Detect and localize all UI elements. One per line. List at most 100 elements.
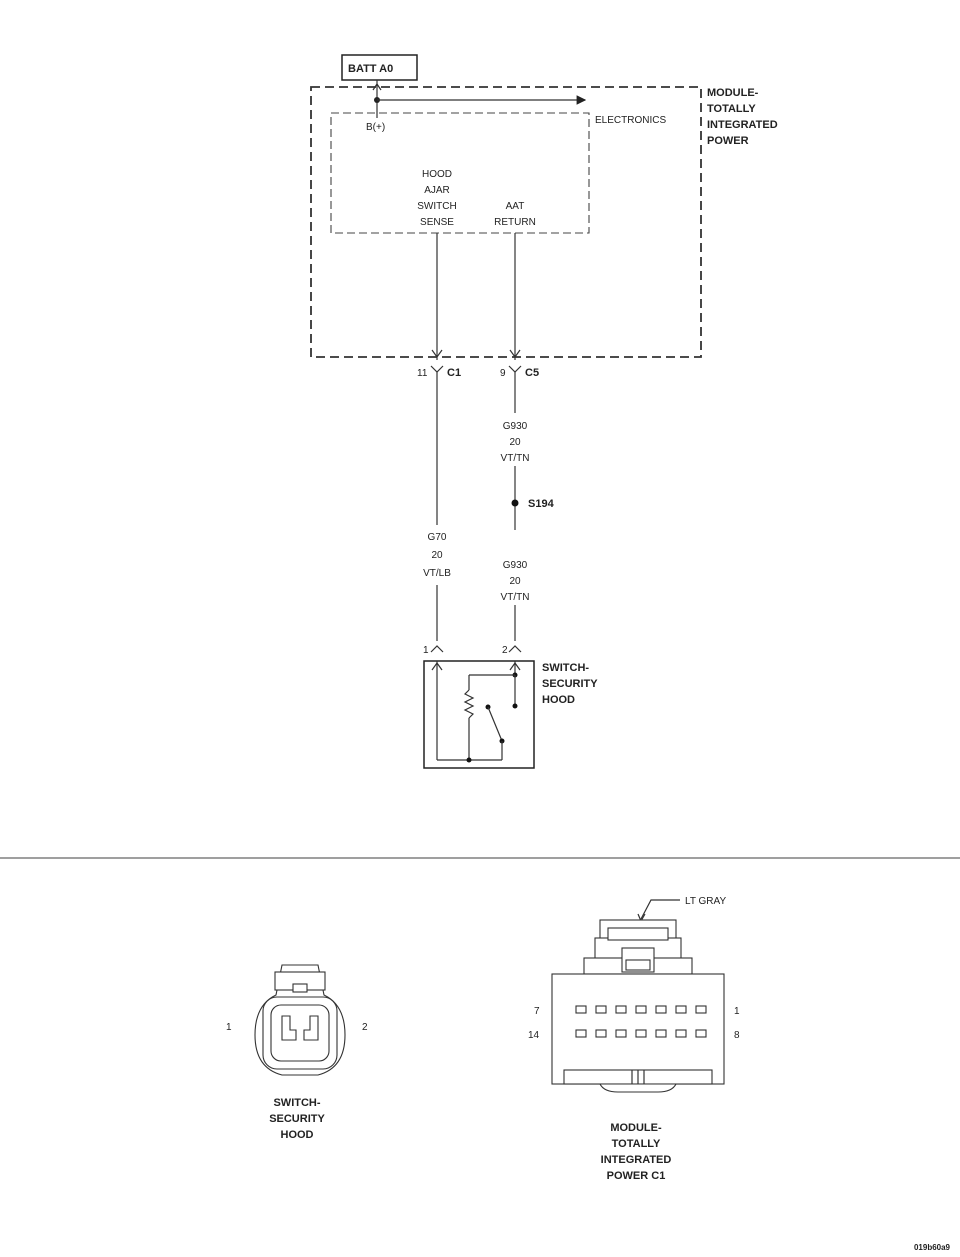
g930-lower-color: VT/TN	[501, 592, 530, 603]
cavity	[575, 1005, 587, 1014]
c1-connector-label: C1	[447, 367, 461, 379]
switch-pin-2: 2	[502, 645, 522, 656]
switch-pin-2-fork	[508, 645, 522, 653]
hood-sense-line-3: SWITCH	[417, 201, 456, 212]
cavity	[655, 1029, 667, 1038]
switch-blade	[487, 706, 503, 742]
lt-gray-label: LT GRAY	[685, 896, 726, 907]
g930-upper-gauge: 20	[509, 437, 521, 448]
hood-sense-label: HOOD AJAR SWITCH SENSE	[417, 169, 456, 228]
connector-c1-pin: 11 C1	[417, 365, 461, 379]
module-name-line-2: TOTALLY	[707, 103, 756, 115]
module-connector-pin-14: 14	[528, 1030, 540, 1041]
c5-fork-symbol	[508, 365, 522, 373]
wire-g930-upper-label: G930 20 VT/TN	[501, 421, 530, 464]
module-connector-bottom-lock	[599, 1083, 677, 1093]
switch-pin-1-fork	[430, 645, 444, 653]
hood-sense-internal-arrow	[431, 349, 443, 359]
cavity	[695, 1005, 707, 1014]
switch-pin-1: 1	[423, 645, 444, 656]
module-c1-connector-view: LT GRAY 7 1	[528, 896, 740, 1093]
hood-switch-symbol	[423, 660, 535, 769]
switch-name-line-3: HOOD	[542, 694, 575, 706]
cavity	[635, 1005, 647, 1014]
cavity	[615, 1005, 627, 1014]
bplus-label: B(+)	[366, 122, 385, 133]
cavity	[615, 1029, 627, 1038]
cavity	[575, 1029, 587, 1038]
hood-sense-line-4: SENSE	[420, 217, 454, 228]
cavity	[675, 1029, 687, 1038]
hood-connector-terminal-1	[281, 1015, 297, 1041]
g930-upper-code: G930	[503, 421, 528, 432]
g930-lower-code: G930	[503, 560, 528, 571]
switch-name-line-1: SWITCH-	[542, 662, 589, 674]
module-connector-latch-key	[625, 959, 651, 971]
cavity	[635, 1029, 647, 1038]
c5-pin-number: 9	[500, 368, 506, 379]
module-outline	[310, 86, 702, 358]
switch-name-label: SWITCH- SECURITY HOOD	[542, 662, 598, 706]
batt-feed-arrow	[372, 82, 382, 91]
hood-connector-name-line-1: SWITCH-	[273, 1097, 320, 1109]
batt-a0-label: BATT A0	[348, 63, 393, 75]
module-connector-latch-top	[607, 927, 669, 941]
g70-color: VT/LB	[423, 568, 451, 579]
aat-return-line-2: RETURN	[494, 217, 536, 228]
hood-connector-pin-right: 2	[362, 1022, 368, 1033]
module-connector-pin-1: 1	[734, 1006, 740, 1017]
g930-lower-gauge: 20	[509, 576, 521, 587]
module-connector-cavities-top-row	[575, 1005, 707, 1014]
c5-connector-label: C5	[525, 367, 539, 379]
hood-connector-terminal-2	[303, 1015, 319, 1041]
cavity	[675, 1005, 687, 1014]
hood-connector-name-line-3: HOOD	[281, 1129, 314, 1141]
switch-fixed-contact	[512, 703, 518, 709]
cavity	[695, 1029, 707, 1038]
wire-g930-lower-label: G930 20 VT/TN	[501, 560, 530, 603]
module-connector-pin-8: 8	[734, 1030, 740, 1041]
figure-id: 019b60a9	[914, 1243, 951, 1252]
switch-name-line-2: SECURITY	[542, 678, 598, 690]
c1-pin-number: 11	[417, 368, 428, 379]
electronics-outline	[330, 112, 590, 234]
connector-c5-pin: 9 C5	[500, 365, 539, 379]
switch-pin-2-number: 2	[502, 645, 508, 656]
module-connector-name-line-1: MODULE-	[610, 1122, 662, 1134]
hood-connector-face	[270, 1004, 330, 1062]
lt-gray-leader-line	[640, 899, 680, 920]
module-connector-pin-7: 7	[534, 1006, 540, 1017]
electronics-label: ELECTRONICS	[595, 115, 666, 126]
module-name-label: MODULE- TOTALLY INTEGRATED POWER	[707, 87, 778, 147]
hood-connector-name-label: SWITCH- SECURITY HOOD	[269, 1097, 325, 1141]
hood-sense-line-2: AJAR	[424, 185, 450, 196]
hood-connector-pin-left: 1	[226, 1022, 232, 1033]
switch-pin-1-arrow	[431, 661, 443, 671]
aat-return-line-1: AAT	[506, 201, 525, 212]
module-connector-name-line-2: TOTALLY	[612, 1138, 661, 1150]
hood-connector-latch-tab	[292, 983, 308, 993]
splice-s194-label: S194	[528, 498, 555, 510]
cavity	[595, 1029, 607, 1038]
module-name-line-4: POWER	[707, 135, 749, 147]
module-connector-body	[551, 973, 725, 1085]
module-connector-name-line-3: INTEGRATED	[601, 1154, 672, 1166]
wire-g70-label: G70 20 VT/LB	[423, 532, 451, 579]
batt-a0-source: BATT A0	[341, 54, 418, 81]
cavity	[655, 1005, 667, 1014]
c1-fork-symbol	[430, 365, 444, 373]
module-connector-name-label: MODULE- TOTALLY INTEGRATED POWER C1	[601, 1122, 672, 1182]
aat-return-label: AAT RETURN	[494, 201, 536, 228]
switch-bottom-junction	[466, 757, 472, 763]
hood-sense-line-1: HOOD	[422, 169, 452, 180]
resistor-zigzag	[463, 689, 475, 719]
module-name-line-3: INTEGRATED	[707, 119, 778, 131]
module-connector-cavities-bottom-row	[575, 1029, 707, 1038]
splice-s194-dot	[511, 499, 519, 507]
g70-gauge: 20	[431, 550, 443, 561]
g70-code: G70	[428, 532, 447, 543]
hood-connector-name-line-2: SECURITY	[269, 1113, 325, 1125]
hood-switch-connector-view: 1 2	[226, 964, 368, 1076]
switch-pin-1-number: 1	[423, 645, 429, 656]
